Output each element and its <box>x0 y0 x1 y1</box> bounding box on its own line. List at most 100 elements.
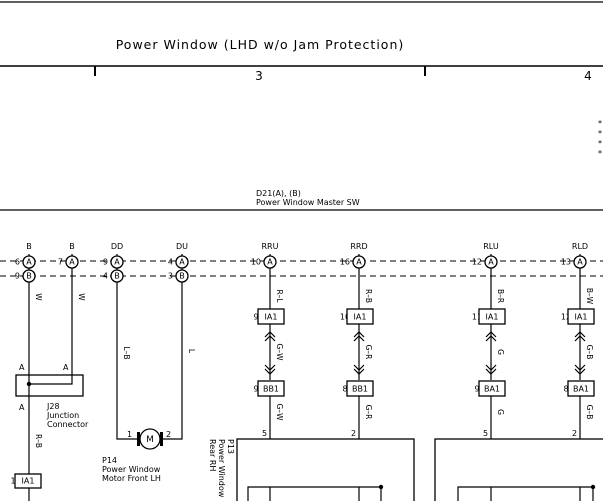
terminal-name: RLU <box>483 242 499 251</box>
motor-symbol: M <box>146 435 154 445</box>
svg-text:IA1: IA1 <box>265 313 278 322</box>
connector-box: 11 IA1 <box>472 308 506 325</box>
svg-text:A: A <box>26 258 32 267</box>
svg-text:A: A <box>488 258 494 267</box>
svg-text:7: 7 <box>58 258 63 267</box>
rear-motor-box <box>236 438 415 501</box>
wire-color: G <box>496 349 505 355</box>
connector-box: 9 IA1 <box>253 308 285 325</box>
wire-color: R–B <box>34 434 43 448</box>
motor-code: P14 <box>102 456 117 465</box>
terminal-pin: 12 A <box>472 255 498 269</box>
chevron-icon <box>485 331 497 375</box>
svg-text:12: 12 <box>561 313 571 322</box>
junction-code: J28 <box>46 402 60 411</box>
wire-color: G–B <box>585 345 594 360</box>
terminal-name: B <box>26 242 32 251</box>
splice-dot <box>378 484 384 490</box>
wire-color-labels: W W L–B L R–L R–B B–R B–W G–W G–R G G–B … <box>34 288 594 448</box>
svg-text:10: 10 <box>340 313 350 322</box>
motor-name: Motor Front LH <box>102 474 161 483</box>
svg-text:9: 9 <box>103 258 108 267</box>
svg-text:1: 1 <box>10 477 15 486</box>
motor-pin-label: 2 <box>166 430 171 439</box>
terminal-name: DD <box>111 242 123 251</box>
column-label: 4 <box>584 69 592 83</box>
svg-text:6: 6 <box>15 258 20 267</box>
note-marker: * <box>598 129 602 138</box>
junction-connector: A A A J28 Junction Connector <box>15 363 89 429</box>
wire-color: R–L <box>275 289 284 303</box>
svg-text:12: 12 <box>472 258 482 267</box>
mating-chevrons <box>264 331 586 375</box>
column-label: 3 <box>255 69 263 83</box>
wire-color: B–W <box>585 288 594 305</box>
connector-box: 10 IA1 <box>340 308 374 325</box>
svg-text:IA1: IA1 <box>486 313 499 322</box>
chevron-icon <box>264 331 276 375</box>
svg-text:B: B <box>114 272 120 281</box>
wire-color: G <box>496 409 505 415</box>
rear-motor-code: P13 <box>226 439 235 454</box>
svg-text:A: A <box>69 258 75 267</box>
wire-color: W <box>34 293 43 301</box>
rear-motor-name: Power Window <box>217 439 226 498</box>
svg-text:11: 11 <box>472 313 482 322</box>
wire-color: R–B <box>364 289 373 303</box>
chevron-icon <box>353 331 365 375</box>
motor-icon <box>139 428 161 450</box>
note-marker: * <box>598 149 602 158</box>
terminal-name: RRU <box>262 242 279 251</box>
wire-color: G–B <box>585 405 594 420</box>
component-pin: 2 <box>572 429 577 438</box>
svg-text:BB1: BB1 <box>352 385 368 394</box>
svg-text:9: 9 <box>15 272 20 281</box>
wire-color: G–W <box>275 344 284 362</box>
wire-color: L–B <box>122 346 131 359</box>
note-marker: * <box>598 119 602 128</box>
terminal-name: DU <box>176 242 188 251</box>
note-marker: * <box>598 139 602 148</box>
svg-text:A: A <box>577 258 583 267</box>
svg-text:BA1: BA1 <box>573 385 589 394</box>
svg-text:16: 16 <box>340 258 350 267</box>
wire-color: G–R <box>364 405 373 420</box>
chevron-icon <box>574 331 586 375</box>
motor-pin-label: 1 <box>127 430 132 439</box>
svg-text:IA1: IA1 <box>22 477 35 486</box>
wire-color: G–W <box>275 404 284 422</box>
junction-name: Junction <box>46 411 79 420</box>
svg-text:9: 9 <box>253 313 258 322</box>
switch-name: Power Window Master SW <box>256 198 360 207</box>
motor-name: Power Window <box>102 465 161 474</box>
svg-text:9: 9 <box>253 385 258 394</box>
component-pin: 5 <box>483 429 488 438</box>
svg-text:10: 10 <box>251 258 261 267</box>
wire-color: W <box>77 293 86 301</box>
junction-pin-label: A <box>19 403 25 412</box>
svg-text:B: B <box>26 272 32 281</box>
junction-pin-label: A <box>19 363 25 372</box>
svg-text:9: 9 <box>474 385 479 394</box>
svg-text:IA1: IA1 <box>575 313 588 322</box>
svg-text:A: A <box>179 258 185 267</box>
svg-text:IA1: IA1 <box>354 313 367 322</box>
svg-text:4: 4 <box>168 258 173 267</box>
diagram-title: Power Window (LHD w/o Jam Protection) <box>116 37 405 52</box>
junction-pin-label: A <box>63 363 69 372</box>
wire-color: L <box>187 349 196 354</box>
rear-motor-name: Rear RH <box>208 439 217 471</box>
